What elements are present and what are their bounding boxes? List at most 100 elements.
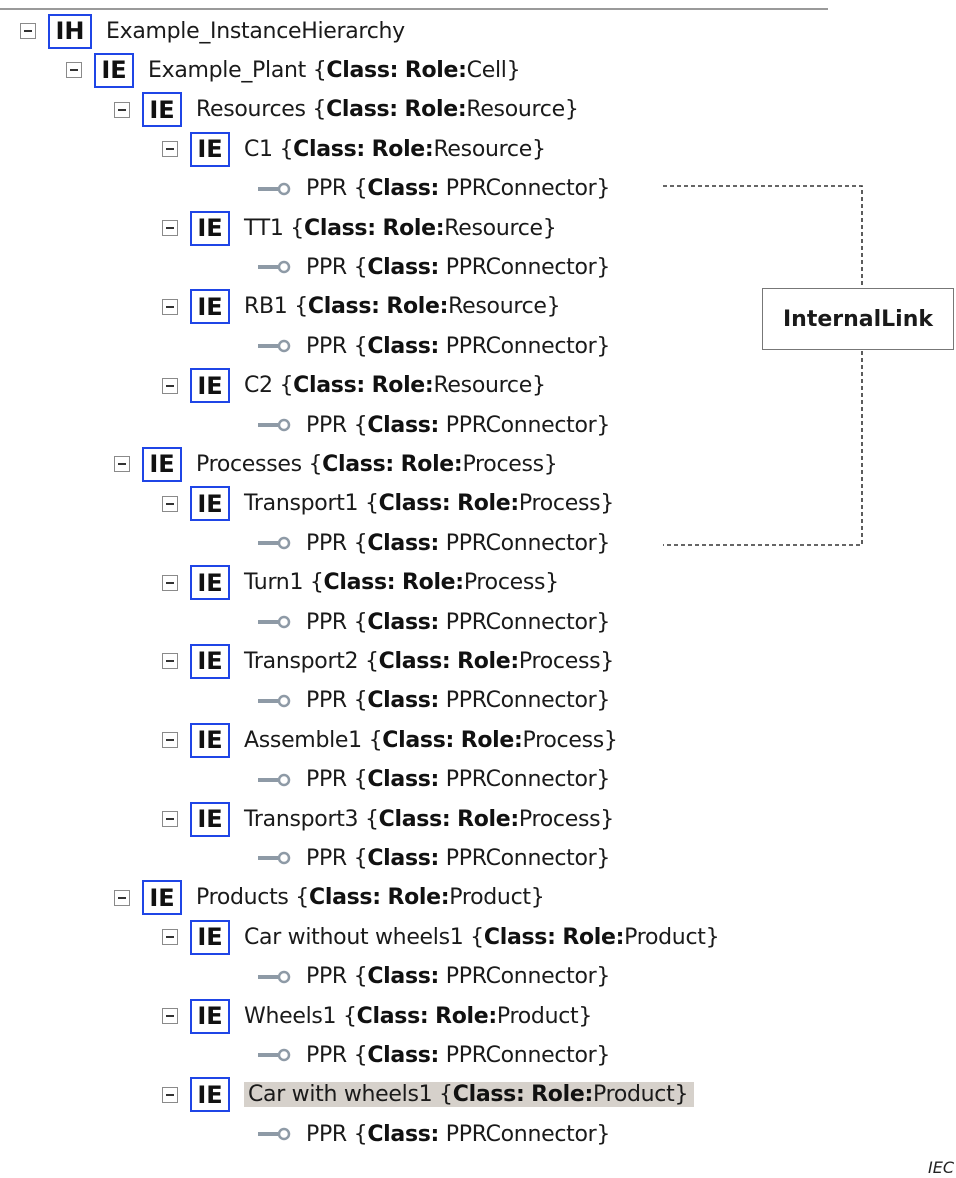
element-name: Car without wheels1 (244, 924, 464, 950)
role-label: Role: (457, 491, 519, 517)
brace-open: { (353, 964, 368, 990)
role-label: Role: (562, 924, 625, 950)
tree-node-resources-item[interactable]: IE C1 {Class: Role:Resource} (162, 130, 546, 168)
element-label[interactable]: Example_InstanceHierarchy (106, 19, 405, 44)
interface-label[interactable]: PPR {Class: PPRConnector} (306, 176, 610, 201)
collapse-minus-icon[interactable] (162, 220, 178, 236)
element-label[interactable]: RB1 {Class: Role:Resource} (244, 294, 561, 319)
connector-icon (258, 970, 291, 983)
interface-label[interactable]: PPR {Class: PPRConnector} (306, 334, 610, 359)
external-interface-row[interactable]: PPR {Class: PPRConnector} (256, 682, 610, 720)
element-label[interactable]: C1 {Class: Role:Resource} (244, 137, 546, 162)
interface-label[interactable]: PPR {Class: PPRConnector} (306, 413, 610, 438)
class-label: Class: (367, 964, 440, 990)
collapse-minus-icon[interactable] (162, 1086, 178, 1103)
class-label: Class: (356, 1003, 429, 1029)
collapse-minus-icon[interactable] (162, 574, 178, 591)
brace-close: } (603, 727, 618, 753)
internal-element-icon: IE (142, 880, 182, 916)
element-label[interactable]: C2 {Class: Role:Resource} (244, 373, 546, 398)
collapse-minus-icon[interactable] (162, 141, 178, 158)
collapse-minus-icon[interactable] (162, 929, 178, 946)
interface-label[interactable]: PPR {Class: PPRConnector} (306, 1043, 610, 1068)
element-label[interactable]: Transport2 {Class: Role:Process} (244, 649, 614, 674)
interface-label[interactable]: PPR {Class: PPRConnector} (306, 255, 610, 280)
interface-label[interactable]: PPR {Class: PPRConnector} (306, 767, 610, 792)
external-interface-row[interactable]: PPR {Class: PPRConnector} (256, 248, 610, 286)
interface-name: PPR (306, 688, 347, 714)
element-name: Turn1 (244, 570, 304, 596)
brace-open: { (353, 176, 368, 202)
collapse-minus-icon[interactable] (162, 495, 178, 512)
collapse-minus-icon[interactable] (162, 298, 178, 315)
element-name: Car with wheels1 (248, 1082, 433, 1108)
role-label: Role: (435, 1003, 497, 1029)
internal-element-icon: IE (190, 131, 230, 167)
interface-name: PPR (306, 767, 347, 793)
collapse-minus-icon[interactable] (162, 1008, 178, 1024)
element-label[interactable]: Transport1 {Class: Role:Process} (244, 491, 614, 516)
element-label[interactable]: Car with wheels1 {Class: Role:Product} (244, 1082, 695, 1108)
collapse-minus-icon[interactable] (114, 456, 130, 473)
role-value: Resource (433, 373, 532, 399)
external-interface-row[interactable]: PPR {Class: PPRConnector} (256, 170, 610, 208)
interface-label[interactable]: PPR {Class: PPRConnector} (306, 1122, 610, 1147)
element-label[interactable]: TT1 {Class: Role:Resource} (244, 216, 557, 241)
connector-icon (258, 536, 291, 550)
connector-icon (258, 339, 291, 353)
element-label[interactable]: Turn1 {Class: Role:Process} (244, 570, 559, 595)
interface-label[interactable]: PPR {Class: PPRConnector} (306, 610, 610, 635)
interface-name: PPR (306, 609, 347, 635)
interface-class: PPRConnector (445, 609, 597, 635)
collapse-minus-icon[interactable] (114, 889, 130, 906)
interface-label[interactable]: PPR {Class: PPRConnector} (306, 688, 610, 713)
class-label: Class: (367, 609, 440, 635)
internal-element-icon: IE (190, 210, 230, 246)
external-interface-row[interactable]: PPR {Class: PPRConnector} (256, 524, 610, 562)
element-label[interactable]: Assemble1 {Class: Role:Process} (244, 728, 618, 753)
element-label[interactable]: Resources {Class: Role:Resource} (196, 97, 579, 122)
element-label[interactable]: Processes {Class: Role:Process} (196, 452, 558, 477)
external-interface-row[interactable]: PPR {Class: PPRConnector} (256, 603, 610, 641)
element-label[interactable]: Wheels1 {Class: Role:Product} (244, 1004, 592, 1029)
external-interface-row[interactable]: PPR {Class: PPRConnector} (256, 406, 610, 444)
internal-element-icon: IE (94, 52, 134, 88)
element-label[interactable]: Transport3 {Class: Role:Process} (244, 807, 614, 832)
external-interface-row[interactable]: PPR {Class: PPRConnector} (256, 839, 610, 877)
tree-node-resources-item[interactable]: IE TT1 {Class: Role:Resource} (162, 209, 557, 247)
element-label[interactable]: Car without wheels1 {Class: Role:Product… (244, 924, 720, 950)
external-interface-row[interactable]: PPR {Class: PPRConnector} (256, 327, 610, 365)
tree-node-plant[interactable]: IE Example_Plant {Class: Role:Cell} (66, 51, 521, 89)
external-interface-row[interactable]: PPR {Class: PPRConnector} (256, 761, 610, 799)
collapse-minus-icon[interactable] (162, 653, 178, 670)
collapse-minus-icon[interactable] (162, 377, 178, 394)
collapse-minus-icon[interactable] (20, 23, 36, 39)
interface-label[interactable]: PPR {Class: PPRConnector} (306, 964, 610, 989)
class-label: Class: (293, 136, 365, 162)
interface-label[interactable]: PPR {Class: PPRConnector} (306, 531, 610, 556)
external-interface-row[interactable]: PPR {Class: PPRConnector} (256, 1036, 610, 1074)
collapse-minus-icon[interactable] (66, 62, 82, 79)
external-interface-row[interactable]: PPR {Class: PPRConnector} (256, 958, 610, 996)
interface-label[interactable]: PPR {Class: PPRConnector} (306, 846, 610, 871)
collapse-minus-icon[interactable] (114, 101, 130, 118)
collapse-minus-icon[interactable] (162, 732, 178, 749)
tree-node-products[interactable]: IE Products {Class: Role:Product} (114, 879, 545, 917)
collapse-minus-icon[interactable] (162, 811, 178, 827)
element-label[interactable]: Example_Plant {Class: Role:Cell} (148, 58, 521, 83)
element-label[interactable]: Products {Class: Role:Product} (196, 885, 545, 910)
external-interface-row[interactable]: PPR {Class: PPRConnector} (256, 1115, 610, 1153)
